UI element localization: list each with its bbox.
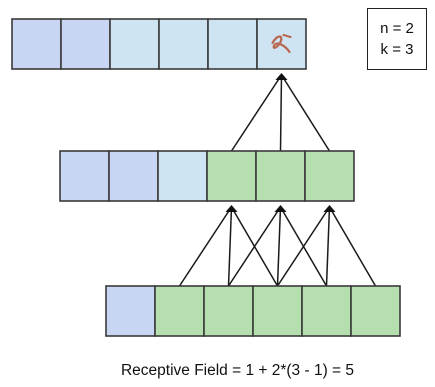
top-layer-cell <box>11 18 62 70</box>
layer-cells <box>11 18 401 337</box>
connection-line <box>276 206 331 287</box>
connection-line <box>227 206 233 287</box>
receptive-field-caption: Receptive Field = 1 + 2*(3 - 1) = 5 <box>120 362 355 379</box>
k-parameter: k = 3 <box>380 41 414 58</box>
middle-layer-cell <box>157 150 208 202</box>
middle-layer-cell <box>206 150 257 202</box>
arrow-heads <box>225 73 336 212</box>
arrow-head <box>275 73 288 80</box>
bottom-layer-cell <box>203 285 254 337</box>
parameters-box: n = 2 k = 3 <box>367 8 427 70</box>
connections <box>178 74 377 287</box>
connection-line <box>328 206 377 287</box>
bottom-layer-cell <box>105 285 156 337</box>
top-layer-cell <box>60 18 111 70</box>
bottom-layer-cell <box>301 285 352 337</box>
bottom-layer-cell <box>252 285 303 337</box>
connection-line <box>276 206 282 287</box>
top-layer-cell <box>158 18 209 70</box>
arrow-head <box>323 205 336 212</box>
arrow-head <box>225 205 238 212</box>
connection-line <box>230 74 283 152</box>
top-layer-cell <box>207 18 258 70</box>
n-parameter: n = 2 <box>380 20 414 37</box>
middle-layer-cell <box>255 150 306 202</box>
connection-line <box>178 206 233 287</box>
middle-layer-cell <box>304 150 355 202</box>
middle-layer-cell <box>108 150 159 202</box>
bottom-layer-cell <box>154 285 205 337</box>
bottom-layer-cell <box>350 285 401 337</box>
connection-line <box>227 206 282 287</box>
arrow-head <box>274 205 287 212</box>
top-layer-cell <box>109 18 160 70</box>
squiggle-icon <box>271 33 292 54</box>
middle-layer-cell <box>59 150 110 202</box>
squiggle-icon <box>271 33 292 54</box>
connection-line <box>279 74 283 152</box>
connection-line <box>280 74 331 152</box>
connection-line <box>325 206 331 287</box>
